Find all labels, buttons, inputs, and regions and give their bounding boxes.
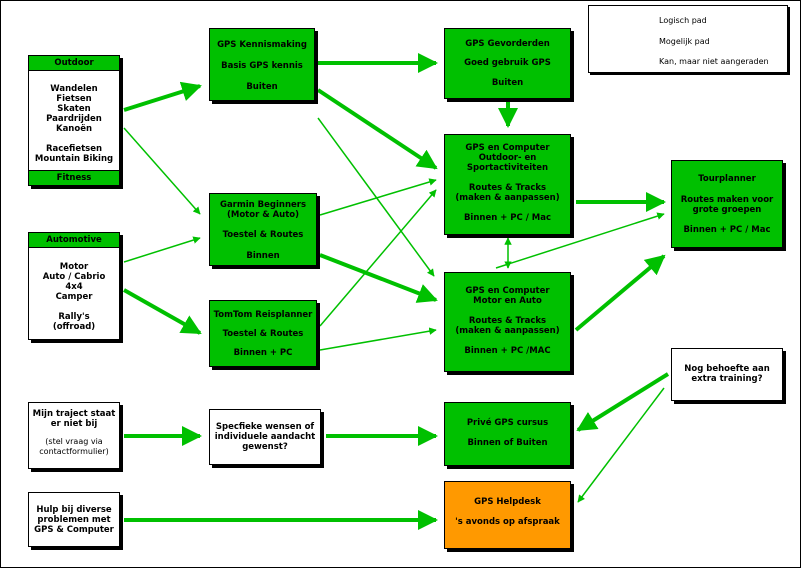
wensen-line: gewenst? xyxy=(242,442,288,452)
helpdesk-title: GPS Helpdesk xyxy=(474,497,541,507)
hulp-line: GPS & Computer xyxy=(34,525,114,535)
outdoor-spacer xyxy=(29,134,119,144)
outdoor-item: Fietsen xyxy=(56,94,92,104)
garmin-where: Binnen xyxy=(246,251,280,261)
outdoor-item: Mountain Biking xyxy=(34,154,114,164)
behoefte-line: Nog behoefte aan xyxy=(684,364,770,374)
computer-outdoor-routes: Routes & Tracks xyxy=(468,183,547,193)
computer-outdoor-where: Binnen + PC / Mac xyxy=(463,213,552,223)
gevorderden-box: GPS Gevorderden Goed gebruik GPS Buiten xyxy=(444,28,571,99)
computer-motor-box: GPS en Computer Motor en Auto Routes & T… xyxy=(444,272,571,372)
tourplanner-sub: Routes maken voor xyxy=(680,195,774,205)
arrow-kennismaking-motor xyxy=(317,117,435,277)
outdoor-title: Outdoor xyxy=(29,56,119,71)
tomtom-sub: Toestel & Routes xyxy=(222,329,304,339)
gevorderden-where: Buiten xyxy=(491,78,524,88)
traject-note: (stel vraag via xyxy=(45,437,103,446)
tomtom-title: TomTom Reisplanner xyxy=(213,310,313,320)
arrow-automotive-tomtom xyxy=(123,288,202,335)
automotive-spacer xyxy=(29,302,119,312)
computer-motor-routes: (maken & aanpassen) xyxy=(455,326,560,336)
prive-box: Privé GPS cursus Binnen of Buiten xyxy=(444,402,571,466)
arrow-behoefte-helpdesk xyxy=(577,387,665,503)
hulp-box: Hulp bij diverse problemen met GPS & Com… xyxy=(28,492,120,547)
arrow-kennismaking-outdoor xyxy=(316,88,438,170)
computer-outdoor-routes: (maken & aanpassen) xyxy=(455,193,560,203)
garmin-box: Garmin Beginners (Motor & Auto) Toestel … xyxy=(209,193,317,266)
automotive-item: Motor xyxy=(59,262,89,272)
legend-logisch: Logisch pad xyxy=(659,16,707,25)
outdoor-item: Kanoën xyxy=(55,124,93,134)
behoefte-box: Nog behoefte aan extra training? xyxy=(671,348,783,401)
tourplanner-where: Binnen + PC / Mac xyxy=(683,225,771,235)
prive-where: Binnen of Buiten xyxy=(467,438,548,448)
helpdesk-box: GPS Helpdesk 's avonds op afspraak xyxy=(444,481,571,549)
computer-outdoor-title: GPS en Computer xyxy=(465,143,550,153)
automotive-title: Automotive xyxy=(29,233,119,248)
computer-motor-where: Binnen + PC /MAC xyxy=(464,346,551,356)
prive-title: Privé GPS cursus xyxy=(466,418,549,428)
automotive-item: 4x4 xyxy=(65,282,83,292)
automotive-box: Automotive Motor Auto / Cabrio 4x4 Campe… xyxy=(28,232,120,340)
outdoor-box: Outdoor Wandelen Fietsen Skaten Paardrij… xyxy=(28,55,120,186)
arrow-garmin-outdoor xyxy=(319,178,437,216)
legend-mogelijk: Mogelijk pad xyxy=(659,37,710,46)
tomtom-box: TomTom Reisplanner Toestel & Routes Binn… xyxy=(209,300,317,367)
garmin-title: Garmin Beginners xyxy=(219,200,307,210)
automotive-item: (offroad) xyxy=(52,322,96,332)
arrow-garmin-motor xyxy=(319,253,438,303)
traject-box: Mijn traject staat er niet bij (stel vra… xyxy=(28,402,120,469)
arrow-outdoor-garmin xyxy=(123,127,201,215)
wensen-line: Specfieke wensen of xyxy=(215,422,315,432)
arrow-outdoor-kennismaking xyxy=(123,81,202,112)
computer-outdoor-box: GPS en Computer Outdoor- en Sportactivit… xyxy=(444,134,571,235)
kennismaking-box: GPS Kennismaking Basis GPS kennis Buiten xyxy=(209,28,315,101)
automotive-item: Rally's xyxy=(58,312,90,322)
wensen-box: Specfieke wensen of individuele aandacht… xyxy=(209,409,321,465)
outdoor-item: Skaten xyxy=(57,104,91,114)
computer-outdoor-title: Outdoor- en xyxy=(478,153,537,163)
arrow-automotive-garmin xyxy=(123,236,201,263)
arrow-behoefte-prive xyxy=(576,372,670,432)
legend: Logisch pad Mogelijk pad Kan, maar niet … xyxy=(588,5,788,73)
kennismaking-sub: Basis GPS kennis xyxy=(221,61,303,71)
tomtom-where: Binnen + PC xyxy=(233,348,293,358)
computer-outdoor-title: Sportactiviteiten xyxy=(466,163,549,173)
kennismaking-title: GPS Kennismaking xyxy=(217,40,307,50)
traject-note: contactformulier) xyxy=(39,447,109,456)
tourplanner-box: Tourplanner Routes maken voor grote groe… xyxy=(671,160,783,248)
tourplanner-title: Tourplanner xyxy=(698,174,756,184)
computer-motor-title: Motor en Auto xyxy=(473,296,542,306)
hulp-line: Hulp bij diverse xyxy=(36,505,112,515)
wensen-line: individuele aandacht xyxy=(214,432,316,442)
legend-kan: Kan, maar niet aangeraden xyxy=(659,57,769,66)
gevorderden-sub: Goed gebruik GPS xyxy=(464,58,551,68)
outdoor-item: Wandelen xyxy=(50,84,98,94)
garmin-title: (Motor & Auto) xyxy=(226,210,300,220)
gevorderden-title: GPS Gevorderden xyxy=(465,39,550,49)
arrow-tomtom-outdoor xyxy=(319,189,437,327)
arrow-motor-tourplanner-thin xyxy=(495,212,665,269)
arrow-motor-tourplanner xyxy=(574,254,666,332)
hulp-line: problemen met xyxy=(37,515,111,525)
outdoor-item: Paardrijden xyxy=(46,114,102,124)
outdoor-footer: Fitness xyxy=(29,170,119,185)
behoefte-line: extra training? xyxy=(691,374,763,384)
kennismaking-where: Buiten xyxy=(246,82,278,92)
traject-line: Mijn traject staat xyxy=(32,409,116,419)
computer-motor-title: GPS en Computer xyxy=(465,286,550,296)
arrow-tomtom-motor xyxy=(319,327,437,351)
automotive-item: Auto / Cabrio xyxy=(42,272,106,282)
computer-motor-routes: Routes & Tracks xyxy=(468,316,547,326)
outdoor-item: Racefietsen xyxy=(45,144,103,154)
traject-line: er niet bij xyxy=(50,419,98,429)
garmin-sub: Toestel & Routes xyxy=(222,230,304,240)
tourplanner-sub: grote groepen xyxy=(692,205,762,215)
helpdesk-sub: 's avonds op afspraak xyxy=(455,517,560,527)
automotive-item: Camper xyxy=(55,292,93,302)
